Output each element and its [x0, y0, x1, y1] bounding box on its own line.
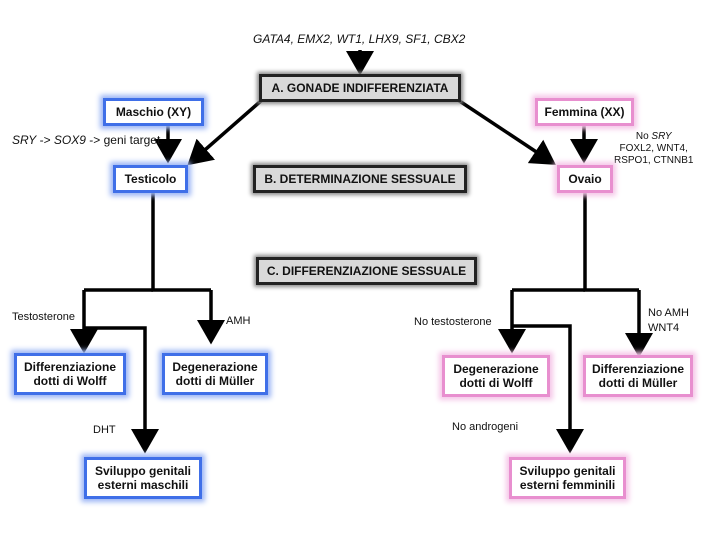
ovary-label: Ovaio — [568, 172, 602, 186]
arrow-to-female-genitals — [512, 324, 584, 454]
male-genitals-box: Sviluppo genitali esterni maschili — [84, 457, 202, 499]
arrow-gonad-to-ovary — [457, 98, 556, 165]
male-pathway-label: SRY -> SOX9 -> geni target — [12, 134, 160, 147]
female-sex-box: Femmina (XX) — [535, 98, 634, 126]
stage-b-box: B. DETERMINAZIONE SESSUALE — [253, 165, 467, 193]
amh-label: AMH — [226, 315, 251, 327]
arrow-gonad-to-testis — [187, 98, 264, 166]
male-wolff-box: Differenziazione dotti di Wolff — [14, 353, 126, 395]
wnt4-label: WNT4 — [648, 322, 680, 334]
male-muller-line1: Degenerazione — [172, 360, 258, 374]
stage-c-box: C. DIFFERENZIAZIONE SESSUALE — [256, 257, 477, 285]
arrow-to-male-genitals — [84, 326, 159, 454]
no-androgens-label: No androgeni — [452, 421, 519, 433]
stage-c-label: C. DIFFERENZIAZIONE SESSUALE — [266, 264, 467, 278]
stage-a-box: A. GONADE INDIFFERENZIATA — [259, 74, 461, 102]
female-genitals-box: Sviluppo genitali esterni femminili — [509, 457, 626, 499]
testis-box: Testicolo — [113, 165, 188, 193]
top-genes-label: GATA4, EMX2, WT1, LHX9, SF1, CBX2 — [253, 32, 466, 46]
female-muller-line1: Differenziazione — [591, 362, 684, 376]
female-wolff-line2: dotti di Wolff — [459, 376, 533, 390]
male-muller-line2: dotti di Müller — [175, 374, 255, 388]
male-wolff-line1: Differenziazione — [23, 360, 116, 374]
female-pathway-label: No SRY FOXL2, WNT4, RSPO1, CTNNB1 — [614, 131, 693, 167]
female-trunk — [583, 192, 639, 292]
male-trunk — [151, 192, 211, 292]
female-genitals-line1: Sviluppo genitali — [519, 464, 616, 478]
no-amh-label: No AMH — [648, 307, 689, 319]
no-prefix: No — [635, 131, 652, 142]
male-genitals-line2: esterni maschili — [97, 478, 189, 492]
female-sex-label: Femmina (XX) — [544, 105, 625, 119]
sox9-gene: SOX9 — [53, 133, 86, 147]
no-testosterone-label: No testosterone — [414, 316, 492, 328]
female-genes-line3: RSPO1, CTNNB1 — [614, 155, 694, 166]
sry-gene-female: SRY — [651, 131, 672, 142]
male-wolff-line2: dotti di Wolff — [33, 374, 107, 388]
male-muller-box: Degenerazione dotti di Müller — [162, 353, 268, 395]
male-sex-label: Maschio (XY) — [115, 105, 192, 119]
dht-label: DHT — [93, 424, 116, 436]
female-muller-box: Differenziazione dotti di Müller — [583, 355, 693, 397]
testosterone-label: Testosterone — [12, 311, 75, 323]
male-genitals-line1: Sviluppo genitali — [94, 464, 191, 478]
pathway-arrow: -> — [36, 133, 54, 147]
target-genes: -> geni target — [85, 133, 161, 147]
ovary-box: Ovaio — [557, 165, 613, 193]
female-wolff-box: Degenerazione dotti di Wolff — [442, 355, 550, 397]
stage-a-label: A. GONADE INDIFFERENZIATA — [271, 81, 449, 95]
female-muller-line2: dotti di Müller — [598, 376, 678, 390]
female-genes-line2: FOXL2, WNT4, — [619, 143, 688, 154]
no-amh-wnt4-label: No AMH WNT4 — [648, 306, 689, 336]
female-wolff-line1: Degenerazione — [453, 362, 539, 376]
female-genitals-line2: esterni femminili — [519, 478, 616, 492]
male-sex-box: Maschio (XY) — [103, 98, 204, 126]
stage-b-label: B. DETERMINAZIONE SESSUALE — [264, 172, 456, 186]
testis-label: Testicolo — [124, 172, 177, 186]
sry-gene: SRY — [12, 133, 37, 147]
